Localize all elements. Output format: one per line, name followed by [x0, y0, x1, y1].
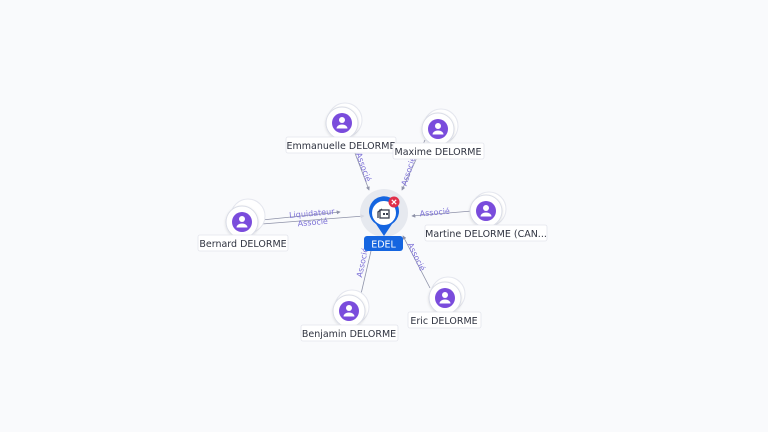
edge-label-benjamin: Associé [354, 246, 370, 278]
edge-bernard: Liquidateur Associé [261, 207, 365, 229]
person-name: Martine DELORME (CAN... [425, 229, 547, 240]
person-icon [432, 123, 444, 135]
person-icon [336, 117, 348, 129]
edge-label-martine: Associé [419, 206, 450, 219]
person-icon [343, 305, 355, 317]
close-icon[interactable] [388, 196, 400, 208]
person-icon [480, 205, 492, 217]
person-icon [236, 216, 248, 228]
building-icon [377, 208, 390, 219]
edge-label-bernard-liquidateur: Liquidateur [289, 207, 336, 220]
person-name: Maxime DELORME [395, 147, 482, 158]
person-node-eric[interactable]: Eric DELORME [407, 276, 482, 329]
person-name: Emmanuelle DELORME [287, 141, 396, 152]
edge-label-emmanuelle: Associé [354, 151, 374, 183]
person-name: Bernard DELORME [199, 239, 286, 250]
person-node-martine[interactable]: Martine DELORME (CAN... [424, 191, 548, 242]
company-label-box [364, 236, 403, 251]
person-node-bernard[interactable]: Bernard DELORME [197, 198, 289, 252]
person-node-benjamin[interactable]: Benjamin DELORME [300, 289, 399, 342]
person-name: Benjamin DELORME [302, 329, 396, 340]
person-name: Eric DELORME [410, 316, 477, 327]
company-label: EDEL [371, 240, 396, 251]
person-node-emmanuelle[interactable]: Emmanuelle DELORME [285, 102, 397, 154]
company-node-edel[interactable]: EDEL [360, 189, 408, 251]
edge-label-maxime: Associé [399, 155, 418, 187]
edge-eric: Associé [402, 235, 431, 289]
person-node-maxime[interactable]: Maxime DELORME [392, 108, 485, 160]
edge-label-bernard-associe: Associé [297, 216, 328, 229]
person-icon [439, 292, 451, 304]
edge-martine: Associé [411, 206, 473, 219]
edge-label-eric: Associé [406, 241, 428, 273]
